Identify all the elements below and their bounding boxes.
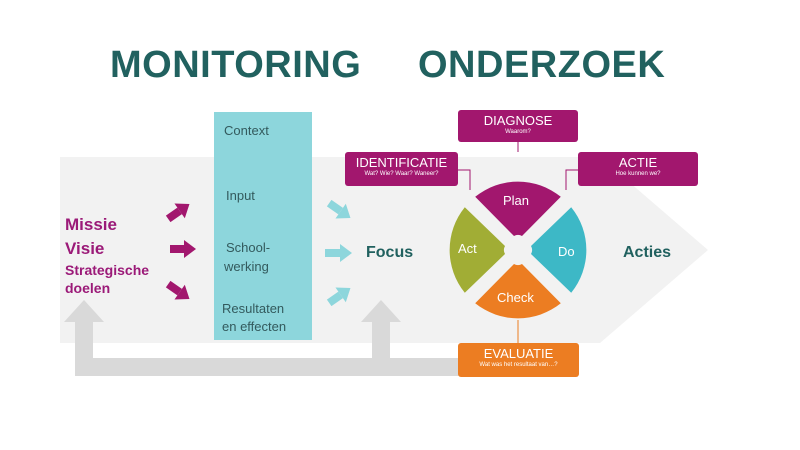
light-blue-arrows: [325, 199, 352, 307]
diagnose-sub: Waarom?: [505, 129, 531, 135]
check-label: Check: [497, 290, 534, 305]
plan-segment: [475, 181, 561, 236]
actie-sub: Hoe kunnen we?: [615, 171, 661, 177]
schoolwerking-line1: School-: [226, 240, 271, 255]
visie-label: Visie: [65, 239, 105, 258]
plan-label: Plan: [503, 193, 530, 208]
act-label: Act: [458, 241, 477, 256]
do-label: Do: [558, 244, 575, 259]
doelen-label: doelen: [65, 280, 111, 296]
feedback-arrow: [64, 300, 468, 376]
diagnose-box: DIAGNOSE Waarom?: [458, 110, 578, 142]
actie-title: ACTIE: [618, 155, 658, 170]
evaluatie-sub: Wat was het resultaat van…?: [479, 362, 558, 368]
monitoring-column: [214, 112, 312, 340]
diagnose-title: DIAGNOSE: [483, 113, 553, 128]
act-segment: [449, 207, 505, 293]
identificatie-box: IDENTIFICATIE Wat? Wie? Waar? Waneer?: [345, 152, 458, 186]
context-label: Context: [224, 123, 269, 138]
focus-label: Focus: [366, 244, 414, 261]
pdca-cycle: [449, 181, 587, 319]
evaluatie-title: EVALUATIE: [483, 346, 554, 361]
input-label: Input: [226, 188, 255, 203]
resultaten-line1: Resultaten: [222, 301, 285, 316]
identificatie-sub: Wat? Wie? Waar? Waneer?: [364, 171, 439, 177]
callout-connectors: [458, 142, 578, 343]
acties-label: Acties: [623, 244, 672, 261]
check-segment: [475, 264, 561, 319]
strategische-label: Strategische: [65, 262, 150, 278]
do-segment: [531, 207, 587, 293]
missie-label: Missie: [65, 215, 117, 234]
onderzoek-heading: ONDERZOEK: [418, 44, 666, 86]
resultaten-line2: en effecten: [222, 319, 287, 334]
evaluatie-box: EVALUATIE Wat was het resultaat van…?: [458, 343, 579, 377]
monitoring-heading: MONITORING: [110, 44, 362, 86]
magenta-arrows: [165, 203, 196, 300]
actie-box: ACTIE Hoe kunnen we?: [578, 152, 698, 186]
schoolwerking-line2: werking: [224, 259, 269, 274]
identificatie-title: IDENTIFICATIE: [355, 155, 448, 170]
